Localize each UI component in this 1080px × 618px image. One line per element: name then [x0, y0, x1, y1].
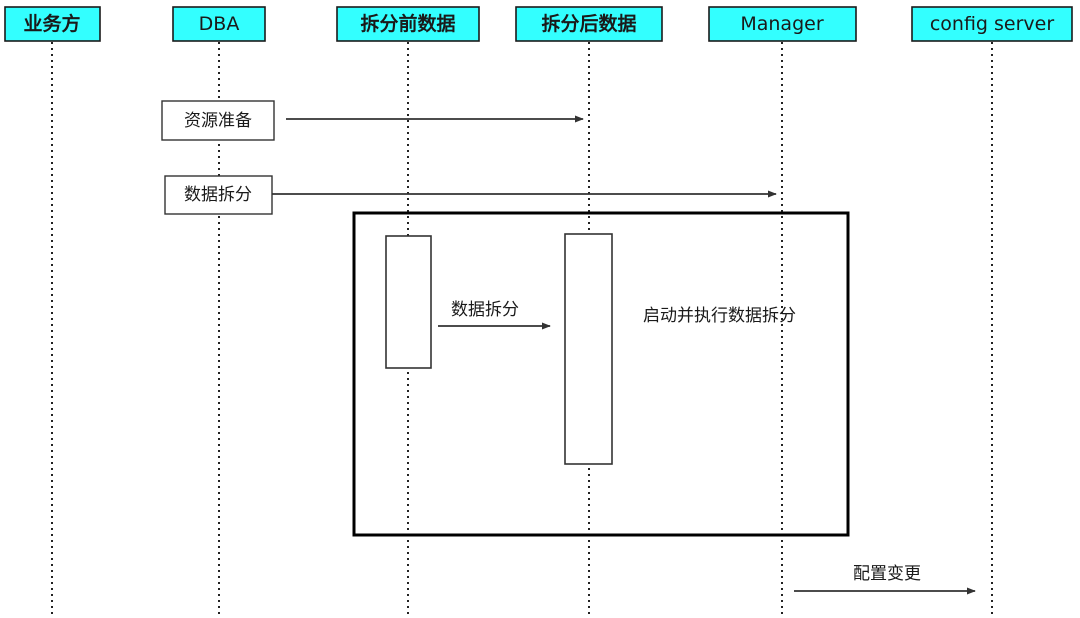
participant-config-server: config server: [911, 6, 1073, 42]
participant-label: 拆分前数据: [360, 12, 455, 35]
participant-label: config server: [930, 13, 1055, 35]
participant-label: Manager: [740, 13, 823, 35]
participant-dba: DBA: [172, 6, 266, 42]
participant-post-split-data: 拆分后数据: [515, 6, 663, 42]
participant-label: 业务方: [23, 12, 80, 35]
activation-pre-split-data: [385, 235, 432, 369]
group-frame: [352, 211, 850, 537]
note-resource-prep: 资源准备: [161, 100, 275, 141]
participant-business: 业务方: [4, 6, 101, 42]
group-label: 启动并执行数据拆分: [643, 306, 796, 326]
participant-label: 拆分后数据: [541, 12, 636, 35]
participant-pre-split-data: 拆分前数据: [336, 6, 480, 42]
note-label: 数据拆分: [184, 185, 252, 205]
participant-label: DBA: [199, 13, 240, 35]
message-label-data-split: 数据拆分: [451, 300, 519, 320]
note-data-split: 数据拆分: [164, 175, 273, 215]
activation-post-split-data: [564, 233, 613, 465]
participant-manager: Manager: [708, 6, 857, 42]
note-label: 资源准备: [184, 111, 252, 131]
message-label-config-change: 配置变更: [853, 564, 921, 584]
